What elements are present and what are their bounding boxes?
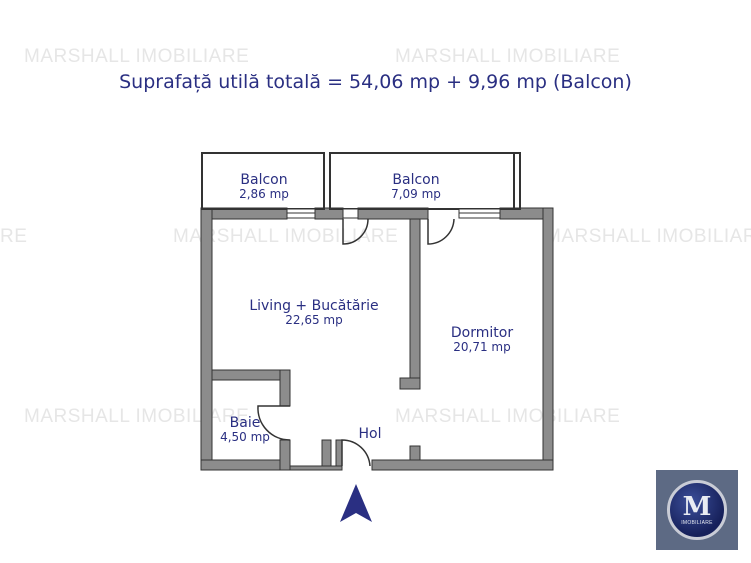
- room-label-living: Living + Bucătărie 22,65 mp: [232, 298, 396, 327]
- room-name: Balcon: [392, 172, 440, 188]
- entrance-arrow: [340, 484, 372, 522]
- door-swing: [341, 439, 371, 467]
- logo-letter: M: [682, 492, 712, 522]
- room-label-dormitor: Dormitor 20,71 mp: [430, 325, 534, 354]
- watermark: MARSHALL IMOBILIARE: [24, 46, 250, 67]
- wall: [200, 207, 213, 471]
- watermark: MARSHALL IMOBILIARE: [395, 46, 621, 67]
- wall: [371, 459, 554, 471]
- logo-subtext: IMOBILIARE: [681, 520, 713, 526]
- room-label-baie: Baie 4,50 mp: [214, 415, 276, 444]
- room-area: 4,50 mp: [220, 430, 270, 444]
- room-label-balcon-left: Balcon 2,86 mp: [218, 172, 310, 201]
- balcony-outline: [329, 152, 521, 210]
- wall: [335, 439, 343, 467]
- room-area: 20,71 mp: [453, 340, 511, 354]
- room-label-hol: Hol: [346, 426, 394, 442]
- room-name: Balcon: [240, 172, 288, 188]
- room-label-balcon-right: Balcon 7,09 mp: [370, 172, 462, 201]
- wall: [542, 207, 554, 471]
- wall: [211, 369, 291, 381]
- watermark: MARSHALL IMOBILIARE: [545, 226, 751, 247]
- wall: [321, 439, 332, 467]
- wall: [279, 439, 291, 471]
- room-area: 2,86 mp: [239, 187, 289, 201]
- room-name: Dormitor: [450, 325, 514, 341]
- wall: [288, 465, 343, 471]
- plan-title: Suprafață utilă totală = 54,06 mp + 9,96…: [119, 71, 632, 93]
- door-swing: [257, 405, 291, 441]
- watermark: MARSHALL IMOBILIARE: [173, 226, 399, 247]
- room-name: Baie: [229, 415, 261, 431]
- watermark: RE: [0, 226, 28, 247]
- room-name: Living + Bucătărie: [249, 298, 379, 314]
- window: [342, 208, 359, 219]
- room-name: Hol: [358, 426, 382, 442]
- wall: [279, 369, 291, 407]
- wall: [409, 445, 421, 461]
- wall: [200, 459, 290, 471]
- wall: [399, 377, 421, 390]
- room-area: 7,09 mp: [391, 187, 441, 201]
- watermark: MARSHALL IMOBILIARE: [24, 406, 250, 427]
- door-swing: [342, 218, 369, 245]
- logo-emblem: M IMOBILIARE: [667, 480, 727, 540]
- door-swing: [427, 218, 455, 245]
- room-area: 22,65 mp: [285, 313, 343, 327]
- company-logo: M IMOBILIARE: [656, 470, 738, 550]
- watermark: MARSHALL IMOBILIARE: [395, 406, 621, 427]
- wall: [409, 218, 421, 390]
